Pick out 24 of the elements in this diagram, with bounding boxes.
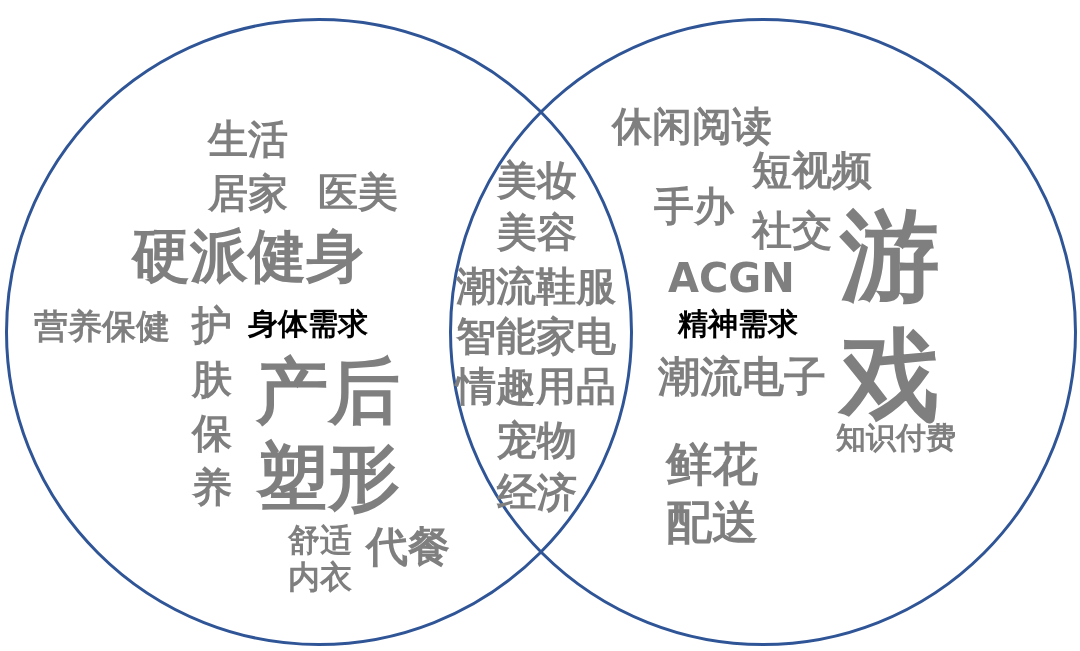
venn-circle <box>449 18 1077 646</box>
keyword: 代餐 <box>366 522 450 573</box>
keyword: 手办 <box>654 182 734 230</box>
keyword: 产后塑形 <box>256 348 400 521</box>
keyword: 智能家电 <box>456 312 616 360</box>
keyword: 舒适内衣 <box>288 522 352 596</box>
keyword: 社交 <box>752 206 832 254</box>
keyword: 营养保健 <box>34 306 170 347</box>
keyword: 短视频 <box>752 147 872 194</box>
keyword: 潮流电子 <box>658 352 826 403</box>
keyword: 潮流鞋服 <box>456 262 616 310</box>
keyword: 美妆 <box>497 156 577 204</box>
keyword: 美容 <box>497 208 577 256</box>
keyword: 宠物经济 <box>497 416 577 517</box>
keyword: 护肤保养 <box>192 301 232 512</box>
keyword: 生活居家 <box>208 115 288 218</box>
keyword: 医美 <box>318 168 398 216</box>
category-heading: 身体需求 <box>248 306 368 342</box>
keyword: ACGN <box>668 254 795 302</box>
category-heading: 精神需求 <box>678 306 798 342</box>
keyword: 鲜花配送 <box>666 436 758 551</box>
keyword: 休闲阅读 <box>612 102 772 150</box>
keyword: 硬派健身 <box>132 222 364 292</box>
keyword: 情趣用品 <box>456 362 616 410</box>
